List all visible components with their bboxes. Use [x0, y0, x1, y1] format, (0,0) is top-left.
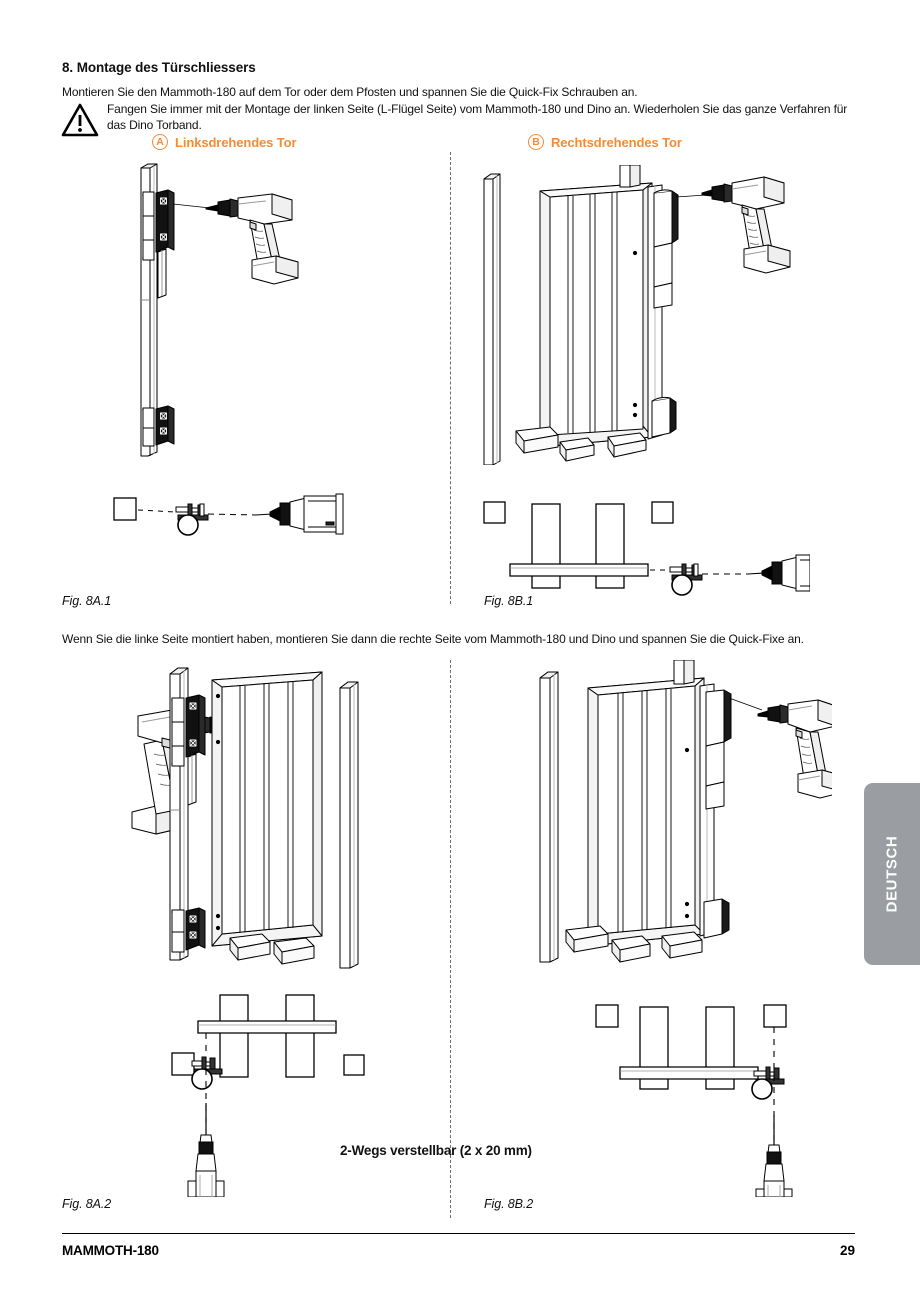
column-heading-left-label: Linksdrehendes Tor: [175, 134, 297, 150]
language-tab-label: DEUTSCH: [883, 835, 901, 913]
figure-caption-8a2: Fig. 8A.2: [62, 1197, 112, 1211]
column-heading-right: B Rechtsdrehendes Tor: [528, 134, 682, 150]
middle-instruction: Wenn Sie die linke Seite montiert haben,…: [62, 632, 804, 646]
column-divider-bottom: [450, 660, 451, 1218]
badge-b: B: [528, 134, 544, 150]
language-tab-deutsch: DEUTSCH: [864, 783, 920, 965]
figure-8a1-illustration: [110, 160, 340, 460]
figure-caption-8b2: Fig. 8B.2: [484, 1197, 534, 1211]
badge-a: A: [152, 134, 168, 150]
adjustment-note: 2-Wegs verstellbar (2 x 20 mm): [340, 1143, 532, 1158]
column-heading-right-label: Rechtsdrehendes Tor: [551, 134, 682, 150]
figure-8a2-detail-topview: [162, 985, 397, 1197]
page-number: 29: [839, 1243, 855, 1258]
figure-8a2-illustration: [112, 660, 412, 972]
figure-8b2-illustration: [532, 660, 832, 972]
figure-8b1-illustration: [480, 165, 805, 465]
footer-divider: [62, 1233, 855, 1234]
column-heading-left: A Linksdrehendes Tor: [152, 134, 297, 150]
figure-caption-8b1: Fig. 8B.1: [484, 594, 534, 608]
warning-triangle-icon: [61, 103, 99, 137]
figure-8b1-detail-topview: [480, 496, 810, 596]
figure-caption-8a1: Fig. 8A.1: [62, 594, 112, 608]
figure-8a1-detail-topview: [110, 492, 350, 562]
page-title: 8. Montage des Türschliessers: [62, 60, 256, 75]
warning-paragraph: Fangen Sie immer mit der Montage der lin…: [107, 102, 848, 132]
figure-8b2-detail-topview: [582, 985, 817, 1197]
footer-product-name: MAMMOTH-180: [62, 1243, 159, 1258]
column-divider-top: [450, 152, 451, 604]
intro-paragraph: Montieren Sie den Mammoth-180 auf dem To…: [62, 85, 638, 99]
